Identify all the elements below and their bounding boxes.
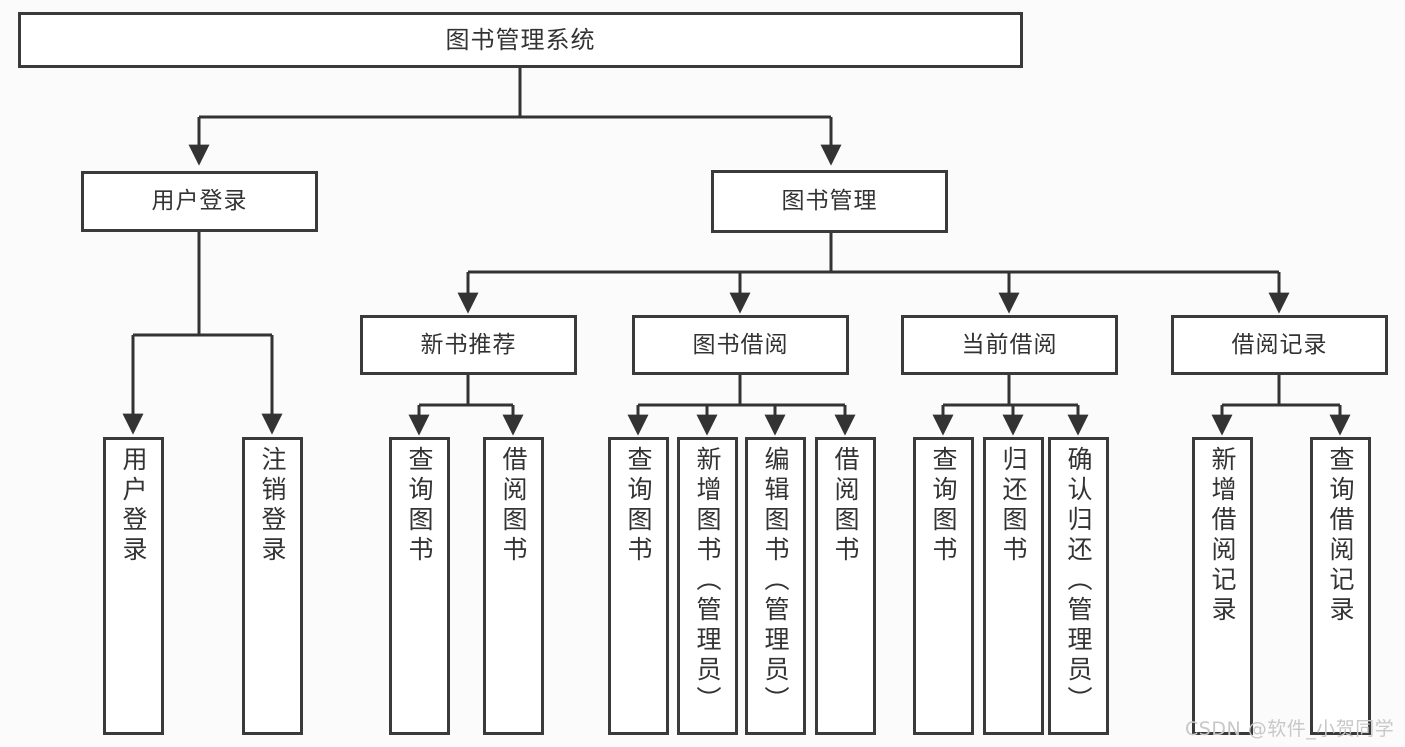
node-label: 新增借阅记录 [1208, 446, 1237, 626]
node-label: 图书管理系统 [445, 26, 596, 54]
leaf-user-login[interactable]: 用户登录 [103, 437, 164, 735]
node-label: 借阅图书 [499, 446, 528, 566]
node-label: 查询借阅记录 [1326, 446, 1355, 626]
node-label: 归还图书 [999, 446, 1028, 566]
node-label: 当前借阅 [961, 331, 1058, 358]
leaf-confirm-return-admin[interactable]: 确认归还（管理员） [1048, 437, 1109, 735]
leaf-query-book-borrow[interactable]: 查询图书 [608, 437, 669, 735]
node-current-borrow[interactable]: 当前借阅 [901, 315, 1118, 375]
node-book-borrow[interactable]: 图书借阅 [632, 315, 849, 375]
leaf-query-book-current[interactable]: 查询图书 [913, 437, 974, 735]
node-label: 新书推荐 [420, 331, 517, 358]
watermark: CSDN @软件_小贺同学 [1185, 718, 1395, 740]
node-new-book-recommend[interactable]: 新书推荐 [360, 315, 577, 375]
leaf-query-borrow-record[interactable]: 查询借阅记录 [1310, 437, 1371, 735]
node-book-management[interactable]: 图书管理 [711, 170, 948, 233]
leaf-query-book-recommend[interactable]: 查询图书 [389, 437, 450, 735]
node-label: 图书借阅 [692, 331, 789, 358]
node-label: 新增图书（管理员） [693, 446, 722, 716]
leaf-borrow-book-recommend[interactable]: 借阅图书 [483, 437, 544, 735]
node-label: 借阅图书 [831, 446, 860, 566]
node-user-login[interactable]: 用户登录 [81, 171, 318, 232]
node-borrow-record[interactable]: 借阅记录 [1171, 315, 1388, 375]
node-label: 图书管理 [781, 188, 878, 215]
leaf-borrow-book[interactable]: 借阅图书 [815, 437, 876, 735]
node-label: 注销登录 [258, 446, 287, 566]
node-label: 编辑图书（管理员） [761, 446, 790, 716]
node-label: 确认归还（管理员） [1064, 446, 1093, 716]
leaf-user-logout[interactable]: 注销登录 [242, 437, 303, 735]
node-root-book-management-system[interactable]: 图书管理系统 [18, 12, 1023, 68]
leaf-edit-book-admin[interactable]: 编辑图书（管理员） [745, 437, 806, 735]
node-label: 借阅记录 [1231, 331, 1328, 358]
node-label: 查询图书 [405, 446, 434, 566]
node-label: 用户登录 [151, 188, 248, 215]
node-label: 查询图书 [929, 446, 958, 566]
leaf-return-book[interactable]: 归还图书 [983, 437, 1044, 735]
leaf-add-book-admin[interactable]: 新增图书（管理员） [677, 437, 738, 735]
node-label: 用户登录 [119, 446, 148, 566]
leaf-add-borrow-record[interactable]: 新增借阅记录 [1192, 437, 1253, 735]
node-label: 查询图书 [624, 446, 653, 566]
